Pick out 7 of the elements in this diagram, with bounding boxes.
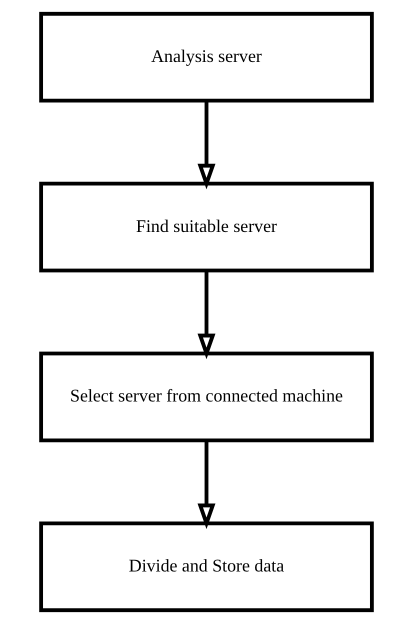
arrow [197,270,215,360]
node-box: Find suitable server [38,182,374,272]
arrow [197,440,215,530]
node-box: Divide and Store data [38,521,374,612]
node-box: Analysis server [38,12,374,103]
arrow [197,100,215,190]
node-box: Select server from connected machine [38,352,374,442]
